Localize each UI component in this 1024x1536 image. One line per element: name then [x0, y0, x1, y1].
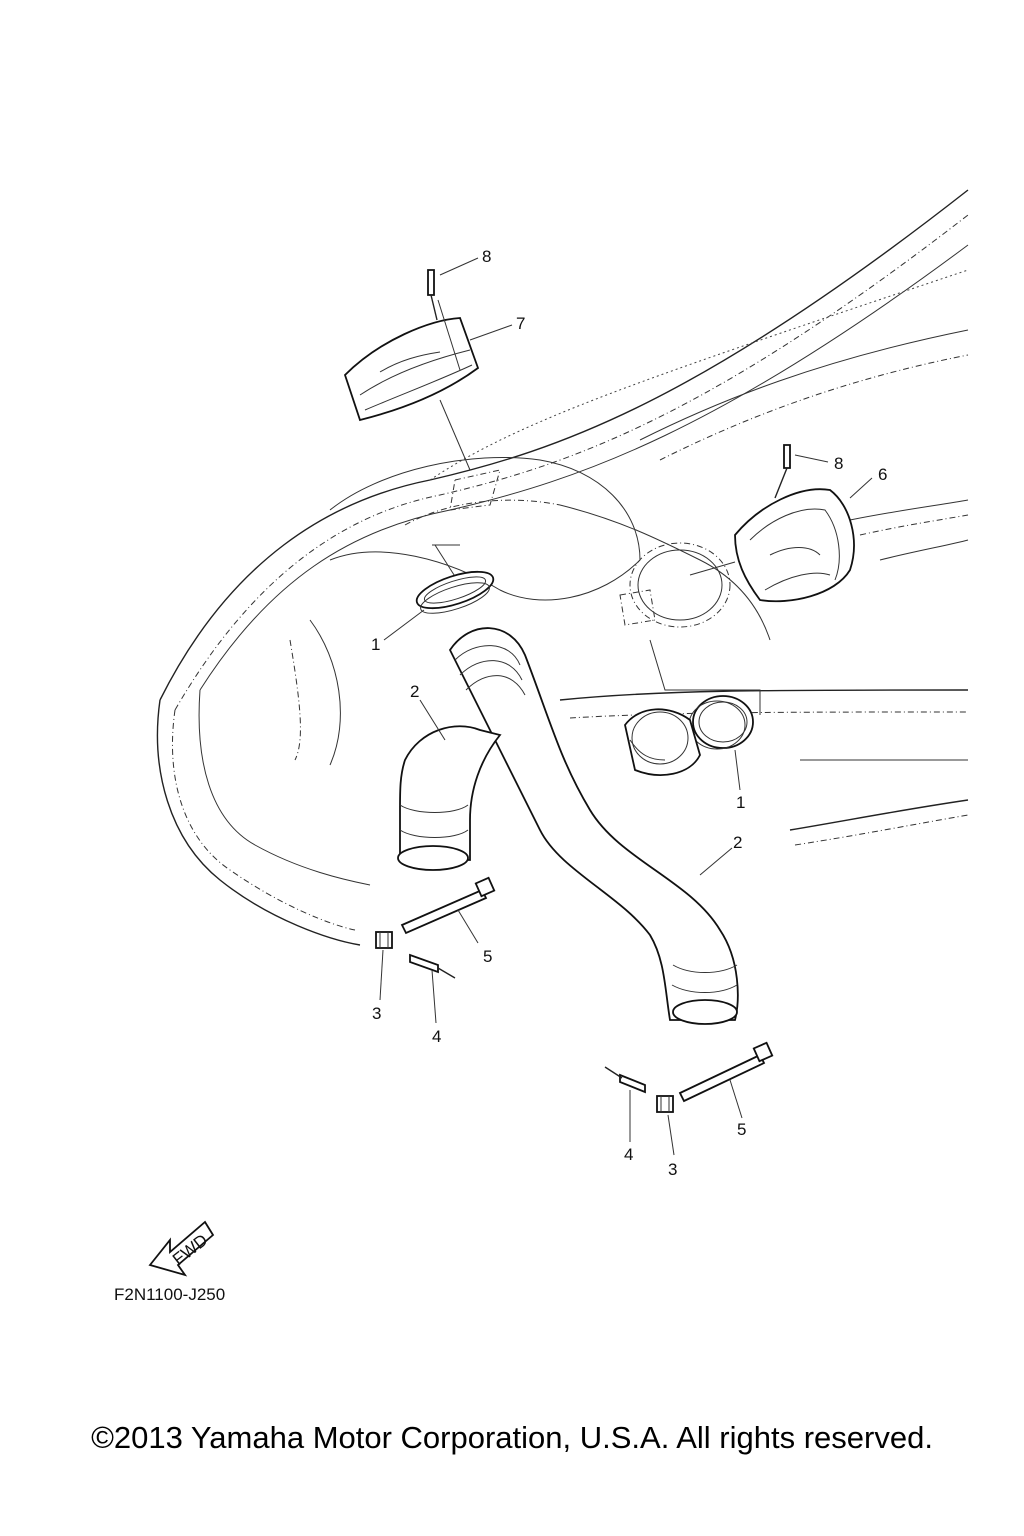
callout-8-upper: 8 — [482, 247, 491, 266]
duct-part-2-center — [448, 627, 739, 1025]
rivet-part-4-lower — [604, 1066, 646, 1094]
callout-4-upper: 4 — [432, 1027, 441, 1046]
callout-1-upper: 1 — [371, 635, 380, 654]
fwd-arrow-icon: FWD — [148, 1220, 215, 1277]
grommet-part-1-upper — [415, 570, 495, 614]
leader-lines — [379, 257, 873, 1156]
callout-2-left: 2 — [410, 682, 419, 701]
callout-6: 6 — [878, 465, 887, 484]
callout-3-lower: 3 — [668, 1160, 677, 1179]
screw-part-8-right — [774, 444, 791, 499]
callout-3-upper: 3 — [372, 1004, 381, 1023]
callout-2-right: 2 — [733, 833, 742, 852]
callouts: 1 1 2 2 3 3 4 4 5 5 6 7 8 8 — [371, 247, 887, 1179]
callout-1-lower: 1 — [736, 793, 745, 812]
duct-part-2-left — [397, 725, 502, 871]
vent-cover-part-6 — [689, 488, 855, 603]
callout-5-lower: 5 — [737, 1120, 746, 1139]
drawing-reference: F2N1100-J250 — [114, 1285, 225, 1304]
callout-4-lower: 4 — [624, 1145, 633, 1164]
grommet-part-1-lower — [688, 695, 754, 750]
clamp-part-3-upper — [375, 931, 393, 949]
callout-5-upper: 5 — [483, 947, 492, 966]
copyright-notice: ©2013 Yamaha Motor Corporation, U.S.A. A… — [91, 1420, 933, 1455]
cable-tie-part-5-lower — [678, 1041, 774, 1103]
rivet-part-4-upper — [409, 953, 456, 979]
cable-tie-part-5-upper — [400, 876, 496, 935]
screw-part-8-upper — [427, 269, 438, 321]
clamp-part-3-lower — [656, 1095, 674, 1113]
vent-cover-part-7 — [343, 299, 480, 422]
callout-7: 7 — [516, 314, 525, 333]
callout-8-right: 8 — [834, 454, 843, 473]
hull-outline — [156, 189, 969, 946]
duct-part-2-right-stub — [624, 708, 701, 776]
